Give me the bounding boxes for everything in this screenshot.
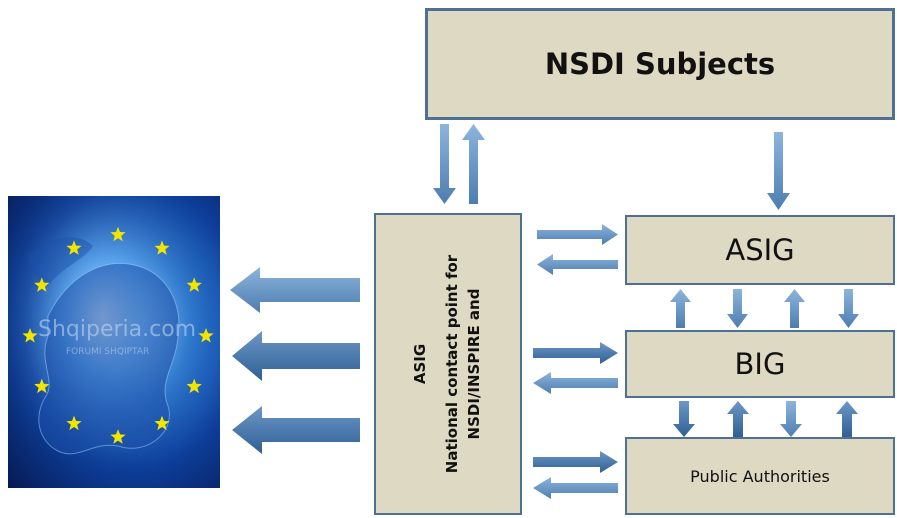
- eu-map-graphic: Shqiperia.com FORUMI SHQIPTAR: [8, 196, 220, 488]
- contact-box-description: National contact point for NSDI/INSPIRE …: [441, 255, 485, 473]
- arrow-big-down-to-pa-2: [780, 401, 802, 437]
- arrow-to-eu-1: [230, 267, 360, 313]
- contact-box-title: ASIG: [411, 343, 429, 385]
- arrow-big-to-contact: [533, 372, 618, 394]
- eu-star: [66, 415, 82, 431]
- eu-star: [186, 378, 202, 394]
- eu-star: [110, 226, 126, 242]
- big-box: BIG: [625, 330, 895, 398]
- eu-star: [34, 277, 50, 292]
- arrow-contact-to-asig: [537, 224, 618, 245]
- watermark-subtitle: FORUMI SHQIPTAR: [66, 347, 149, 357]
- eu-star: [34, 378, 50, 394]
- public-authorities-box: Public Authorities: [625, 437, 895, 515]
- contact-line-2: NSDI/INSPIRE and: [465, 288, 483, 440]
- national-contact-point-box: ASIG National contact point for NSDI/INS…: [374, 213, 522, 515]
- arrow-to-eu-3: [232, 406, 360, 454]
- asig-label: ASIG: [725, 233, 795, 267]
- asig-box: ASIG: [625, 215, 895, 285]
- arrow-big-down-to-pa-1: [673, 401, 695, 437]
- arrow-to-eu-2: [232, 331, 360, 381]
- arrow-contact-to-pa: [533, 451, 618, 473]
- arrow-nsdi-up-left: [462, 124, 485, 204]
- public-authorities-label: Public Authorities: [690, 466, 830, 486]
- eu-star: [154, 240, 170, 255]
- arrow-asig-down-to-big-1: [727, 289, 748, 328]
- eu-star: [198, 328, 214, 343]
- big-label: BIG: [734, 347, 786, 381]
- eu-star: [110, 429, 126, 444]
- watermark-title: Shqiperia.com: [38, 317, 196, 342]
- eu-stars: [22, 226, 214, 444]
- arrow-asig-down-to-big-2: [838, 289, 859, 328]
- arrow-big-up-to-asig-1: [670, 289, 691, 328]
- arrow-nsdi-down-left: [433, 124, 456, 204]
- nsdi-subjects-box: NSDI Subjects: [425, 8, 895, 120]
- arrow-pa-up-to-big-1: [727, 401, 749, 437]
- eu-star: [66, 240, 82, 255]
- eu-star: [154, 415, 170, 431]
- arrow-pa-up-to-big-2: [836, 401, 858, 437]
- arrow-nsdi-to-asig: [767, 132, 790, 210]
- eu-star: [22, 328, 38, 343]
- eu-star: [186, 277, 202, 292]
- nsdi-subjects-label: NSDI Subjects: [544, 47, 776, 81]
- arrow-pa-to-contact: [533, 477, 618, 499]
- contact-line-1: National contact point for: [443, 254, 461, 474]
- arrow-big-up-to-asig-2: [784, 289, 805, 328]
- arrow-asig-to-contact: [537, 254, 618, 275]
- arrow-contact-to-big: [533, 342, 618, 364]
- contact-point-text-group: ASIG National contact point for NSDI/INS…: [411, 219, 485, 509]
- europe-landmass-shape: [38, 262, 180, 455]
- eu-map-image: Shqiperia.com FORUMI SHQIPTAR: [8, 196, 220, 488]
